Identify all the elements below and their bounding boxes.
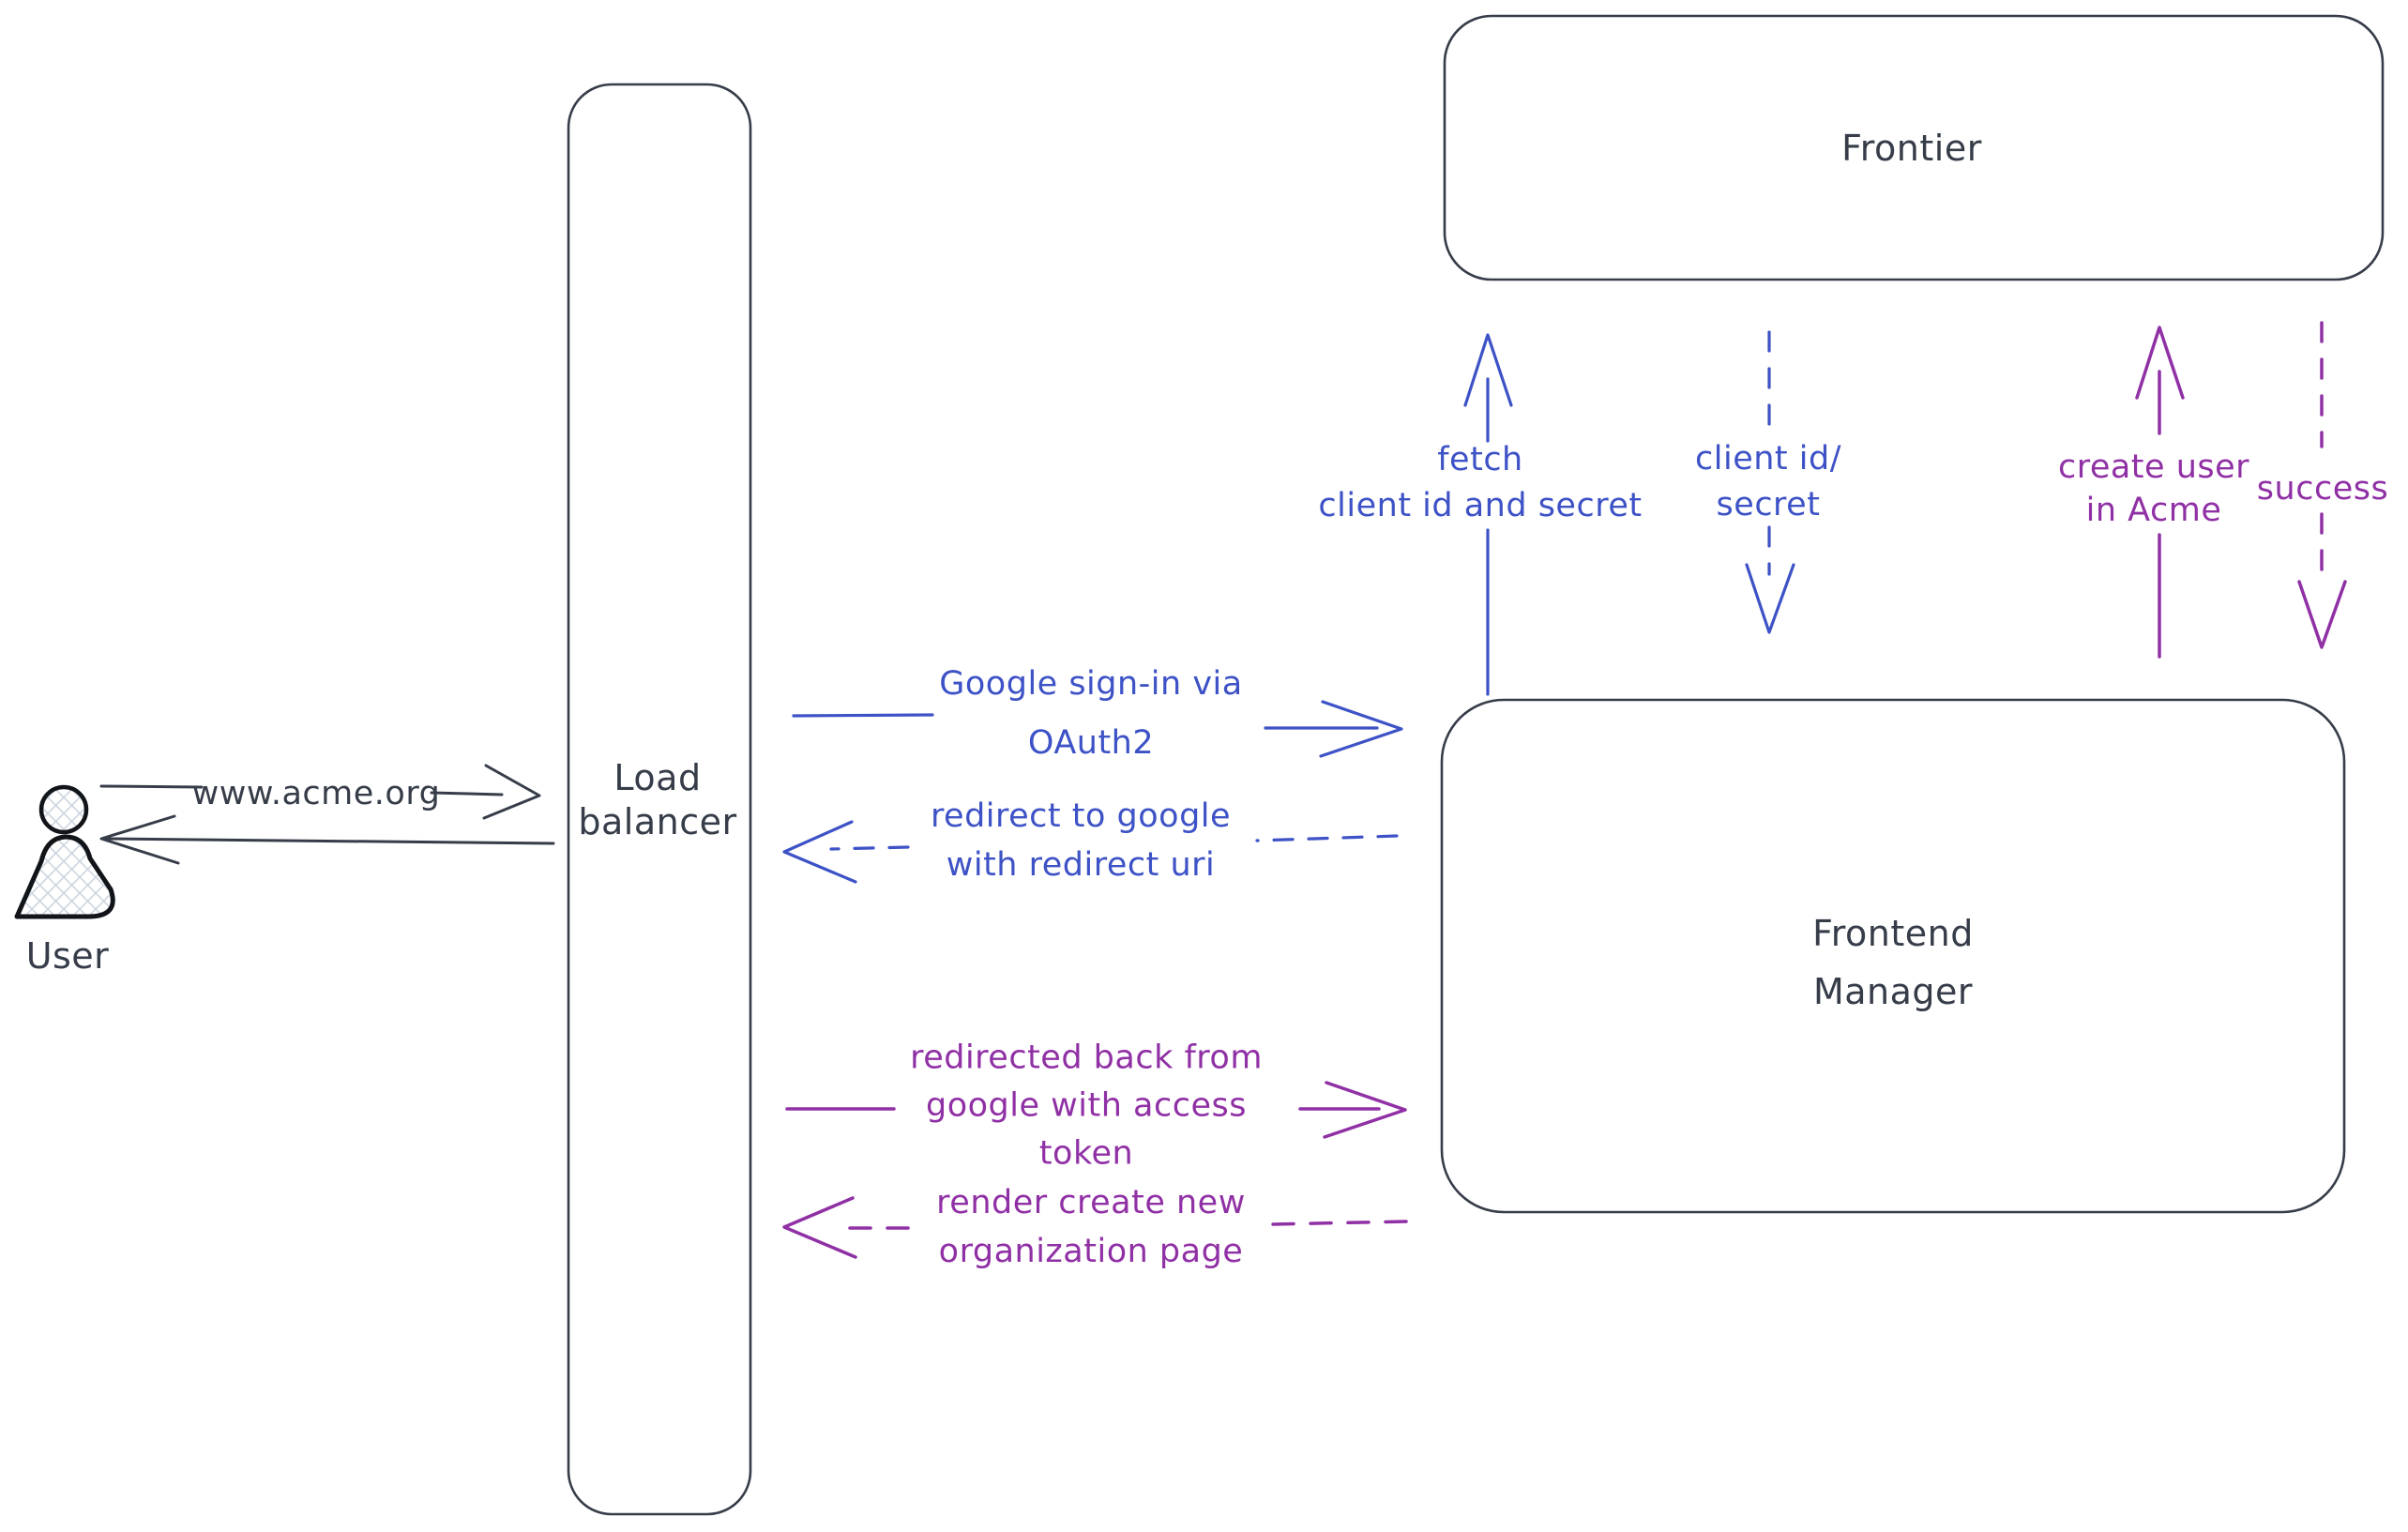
arrow-www-acme-line: [99, 784, 504, 796]
arrows-purple: [782, 321, 2347, 1259]
edge-label-client-id-secret-line1: client id/: [1695, 440, 1841, 478]
edge-label-google-signin-line1: Google sign-in via: [939, 665, 1243, 703]
arrow-create-user-head: [2135, 326, 2185, 400]
edge-label-redirected-back-line2: google with access: [926, 1086, 1247, 1125]
arrow-www-acme-head: [482, 764, 541, 820]
arrow-response-head: [99, 814, 180, 865]
arrow-response-line: [105, 837, 555, 845]
arrow-render-head: [782, 1196, 857, 1259]
frontend-manager-box: [1440, 698, 2346, 1214]
user-icon-body: [14, 834, 115, 919]
edge-label-redirected-back: redirected back from google with access …: [910, 1035, 1263, 1178]
frontend-manager-label: Frontend Manager: [1812, 904, 1974, 1021]
edge-label-redirected-back-line3: token: [1038, 1134, 1134, 1173]
edge-label-success: success: [2256, 470, 2389, 508]
edge-label-render-org-page-line2: organization page: [938, 1233, 1244, 1270]
edge-label-client-id-secret-line2: secret: [1716, 486, 1821, 523]
edge-label-redirect-google: redirect to google with redirect uri: [931, 792, 1231, 889]
edge-label-redirected-back-line1: redirected back from: [910, 1039, 1263, 1077]
load-balancer-label: Load balancer: [578, 756, 736, 844]
arrow-clientid-head: [1745, 563, 1795, 634]
edge-label-fetch-creds: fetch client id and secret: [1318, 437, 1642, 529]
edge-label-google-signin-line2: OAuth2: [1027, 724, 1155, 762]
arrow-redirect-dashes-left: [829, 845, 910, 851]
arrow-google-signin-head: [1319, 700, 1403, 758]
edge-label-www-acme: www.acme.org: [191, 775, 441, 812]
arrows-user-loadbalancer: [99, 764, 555, 865]
edge-label-create-user-line2: in Acme: [2085, 492, 2222, 529]
node-boxes: [567, 14, 2385, 1516]
arrow-fetch-head: [1463, 333, 1513, 407]
load-balancer-label-line2: balancer: [578, 801, 737, 842]
edge-label-google-signin: Google sign-in via OAuth2: [939, 655, 1242, 773]
arrow-redirected-back-head: [1323, 1081, 1407, 1139]
edge-label-render-org-page-line1: render create new: [936, 1184, 1246, 1221]
arrow-render-dashes-right: [1269, 1220, 1408, 1226]
edge-label-create-user: create user in Acme: [2058, 446, 2249, 532]
user-label: User: [25, 935, 110, 977]
edge-label-render-org-page: render create new organization page: [936, 1178, 1246, 1276]
edge-label-create-user-line1: create user: [2057, 448, 2250, 486]
user-icon: [14, 784, 115, 919]
arrow-redirect-dashes-right: [1255, 834, 1399, 842]
arrow-redirect-head: [782, 820, 857, 884]
frontend-manager-label-line2: Manager: [1812, 971, 1974, 1012]
edge-label-client-id-secret: client id/ secret: [1695, 436, 1841, 528]
edge-label-fetch-creds-line1: fetch: [1437, 441, 1523, 478]
load-balancer-box: [567, 83, 752, 1516]
arrow-google-signin-stub: [792, 713, 934, 718]
arrow-success-head: [2297, 580, 2347, 649]
edge-label-redirect-google-line1: redirect to google: [930, 797, 1232, 835]
edge-label-fetch-creds-line2: client id and secret: [1318, 487, 1643, 524]
arrows-blue: [782, 330, 1795, 884]
load-balancer-label-line1: Load: [613, 757, 702, 798]
user-icon-head: [38, 784, 89, 835]
frontier-box: [1443, 14, 2385, 281]
frontend-manager-label-line1: Frontend: [1812, 913, 1974, 954]
edge-label-redirect-google-line2: with redirect uri: [946, 846, 1216, 884]
frontier-label: Frontier: [1841, 128, 1982, 169]
